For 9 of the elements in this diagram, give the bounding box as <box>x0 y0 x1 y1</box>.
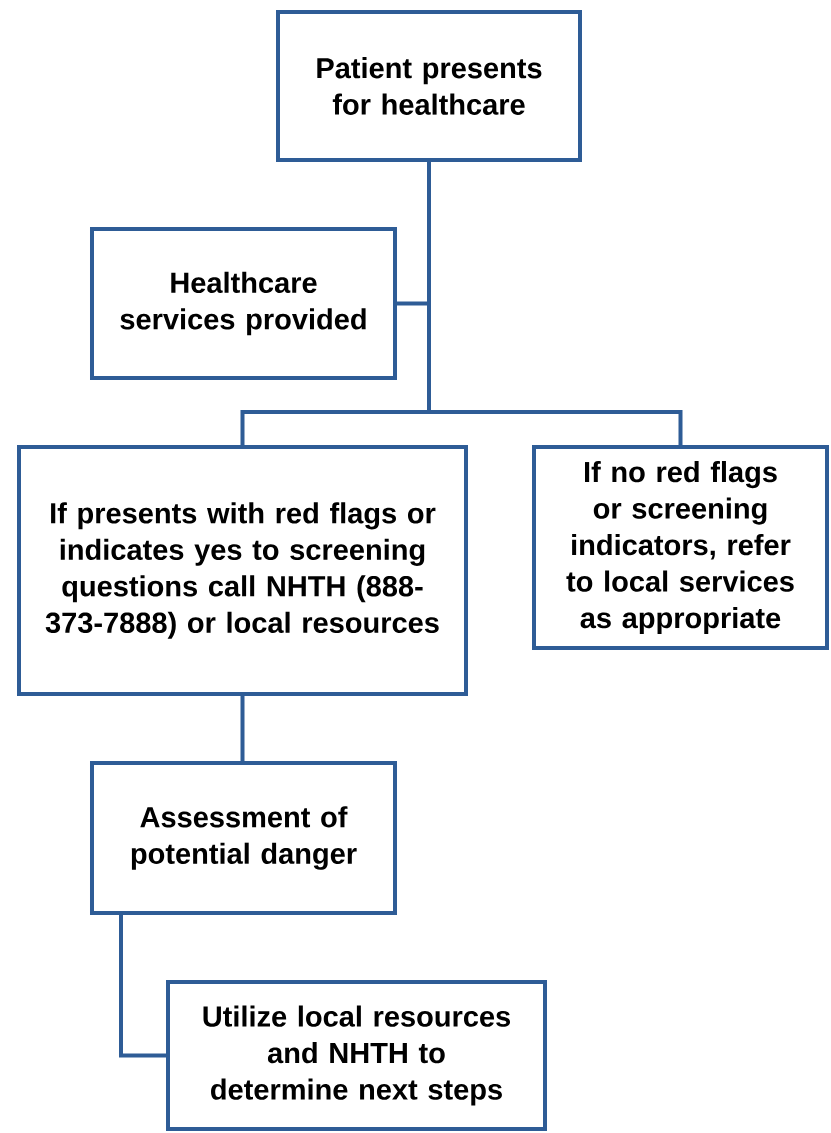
connector <box>119 915 166 1058</box>
process-box: Healthcare services provided <box>90 227 397 380</box>
process-box: Patient presents for healthcare <box>276 10 582 162</box>
process-box: If presents with red flags or indicates yes to screening questions call NHTH (888-373-7888) or local resources <box>17 445 468 696</box>
process-box: If no red flags or screening indicators, refer to local services as appropriate <box>532 445 829 650</box>
process-box: Assessment of potential danger <box>90 761 397 915</box>
connector <box>427 162 683 445</box>
process-box: Utilize local resources and NHTH to determine next steps <box>166 980 547 1131</box>
connector <box>240 696 245 761</box>
